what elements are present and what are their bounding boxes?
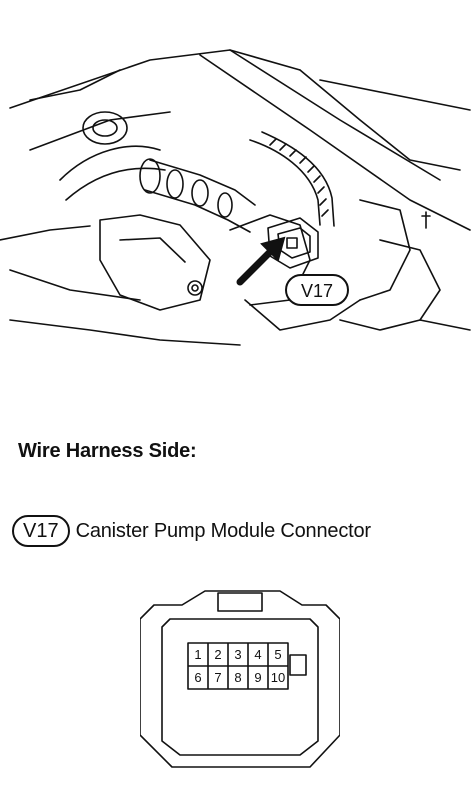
pin-label-1: 1 (194, 647, 201, 662)
pin-label-6: 6 (194, 670, 201, 685)
pin-label-5: 5 (274, 647, 281, 662)
connector-name: Canister Pump Module Connector (75, 519, 371, 542)
pointer-arrow (236, 236, 286, 286)
engine-bay-illustration: V17 (0, 49, 471, 346)
v17-callout-label: V17 (301, 281, 333, 301)
pin-label-4: 4 (254, 647, 261, 662)
pin-label-7: 7 (214, 670, 221, 685)
pin-label-2: 2 (214, 647, 221, 662)
pin-label-3: 3 (234, 647, 241, 662)
section-heading: Wire Harness Side: (18, 440, 197, 462)
connector-badge: V17 (12, 515, 70, 547)
pin-label-9: 9 (254, 670, 261, 685)
connector-caption: V17 Canister Pump Module Connector (12, 514, 371, 548)
pin-label-10: 10 (271, 670, 285, 685)
v17-callout: V17 (285, 274, 349, 306)
pin-label-8: 8 (234, 670, 241, 685)
